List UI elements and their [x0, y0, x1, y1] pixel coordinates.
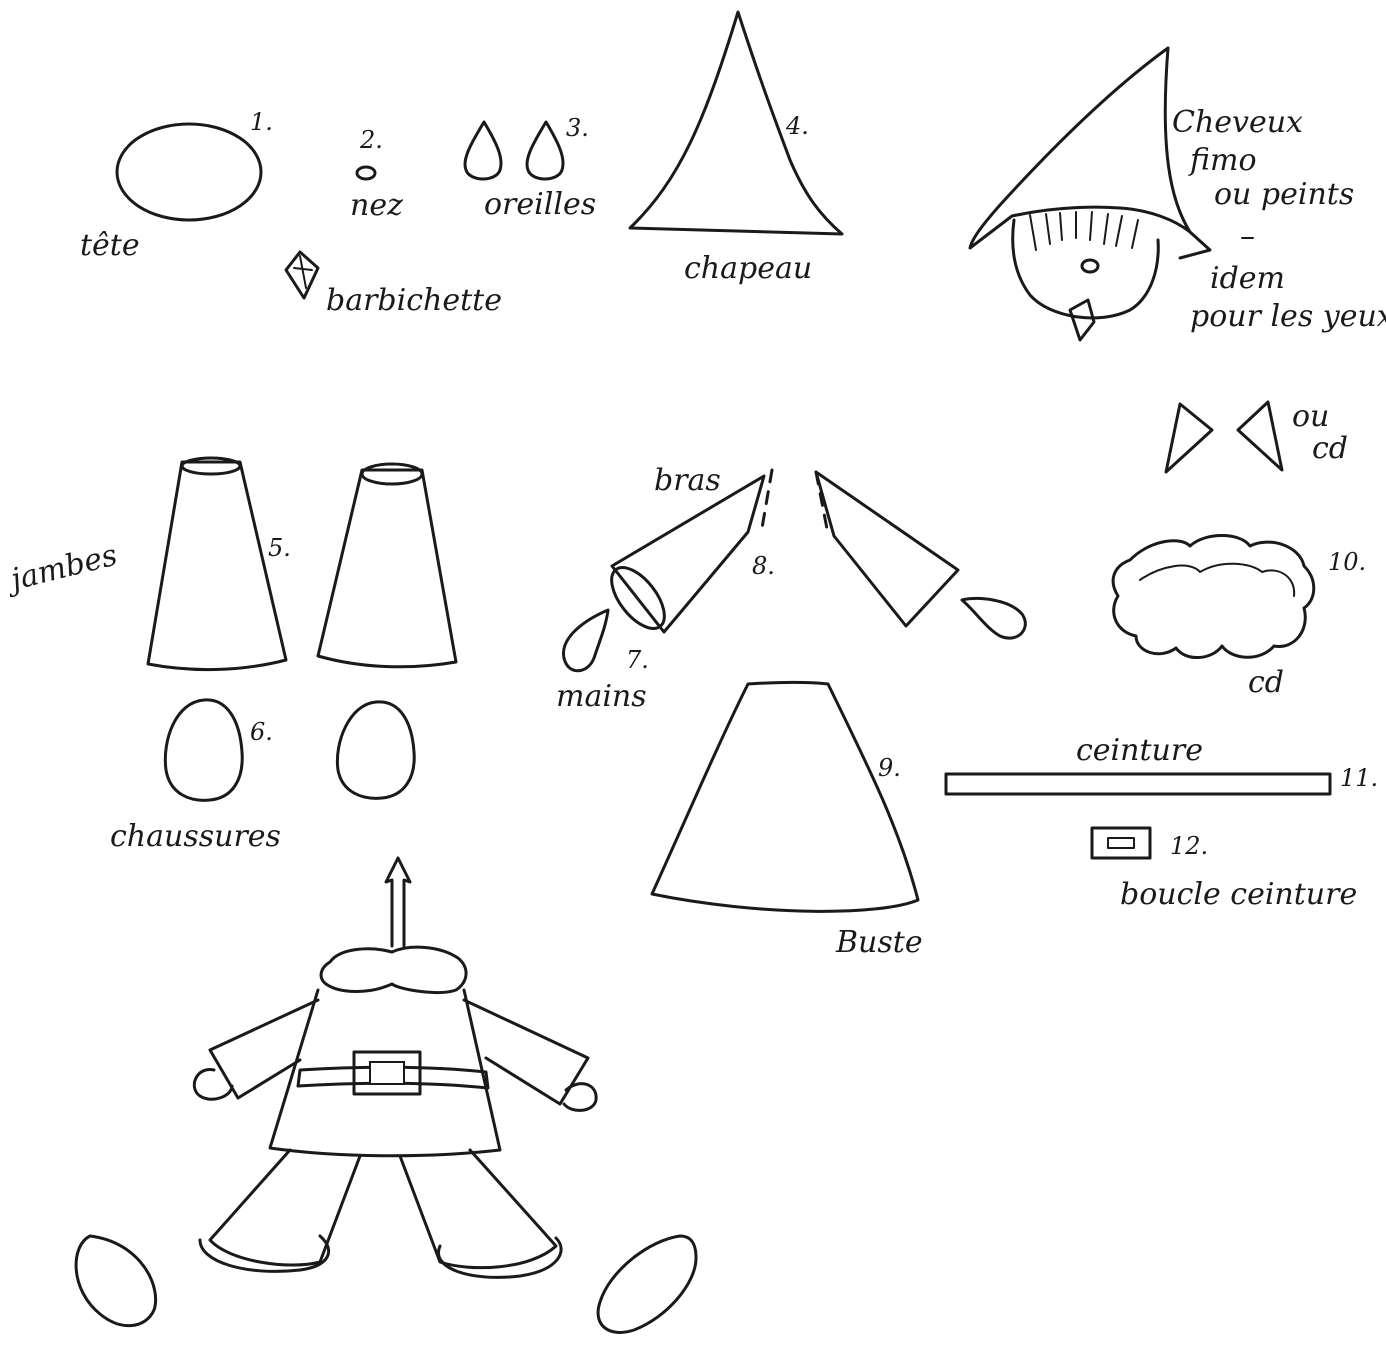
- label-chapeau: chapeau: [684, 251, 812, 286]
- leg-shape-left: [148, 462, 286, 670]
- leg-shape-right: [318, 470, 456, 667]
- assembled-gnome-preview: [76, 858, 696, 1332]
- belt-shape: [946, 774, 1330, 794]
- label-ceinture: ceinture: [1076, 733, 1203, 768]
- label-boucle-ceinture: boucle ceinture: [1120, 877, 1357, 912]
- buckle-shape: [1092, 828, 1150, 858]
- note-line-1: Cheveux: [1172, 105, 1303, 140]
- label-barbichette: barbichette: [326, 283, 502, 318]
- note-line-5: idem: [1210, 261, 1285, 296]
- collar-shape: [1113, 536, 1314, 658]
- label-oreilles: oreilles: [484, 187, 596, 222]
- number-3: 3.: [566, 114, 589, 142]
- note-line-6: pour les yeux: [1190, 299, 1386, 334]
- number-7: 7.: [626, 646, 649, 674]
- collar-piece-right: [1238, 402, 1282, 470]
- arm-shape-right: [816, 472, 958, 626]
- hand-shape-right: [962, 599, 1025, 639]
- ear-shape-right: [527, 122, 563, 179]
- number-9: 9.: [878, 754, 901, 782]
- number-12: 12.: [1170, 832, 1208, 860]
- nose-shape: [357, 167, 375, 179]
- leg-top-left: [182, 458, 240, 474]
- number-4: 4.: [785, 112, 809, 140]
- label-bras: bras: [654, 463, 721, 498]
- buckle-hole: [1108, 838, 1134, 848]
- label-buste: Buste: [835, 925, 923, 960]
- shoe-shape-left: [165, 700, 242, 800]
- gnome-head-preview: [970, 48, 1210, 340]
- leg-top-right: [362, 464, 422, 484]
- number-1: 1.: [250, 108, 273, 136]
- label-cd: cd: [1312, 431, 1348, 466]
- shoe-shape-right: [337, 702, 414, 798]
- number-11: 11.: [1340, 764, 1378, 792]
- number-5: 5.: [268, 534, 291, 562]
- note-line-4: –: [1240, 219, 1255, 254]
- label-chaussures: chaussures: [110, 819, 281, 854]
- collar-piece-left: [1166, 404, 1212, 472]
- hand-shape-left: [563, 610, 608, 671]
- number-10: 10.: [1328, 548, 1366, 576]
- label-nez: nez: [350, 188, 403, 223]
- number-8: 8.: [752, 552, 775, 580]
- label-ou: ou: [1292, 399, 1329, 434]
- arm-shape-left: [612, 476, 764, 632]
- label-mains: mains: [556, 679, 647, 714]
- number-6: 6.: [250, 718, 273, 746]
- collar-inner-line: [1140, 564, 1294, 596]
- label-collar-cd: cd: [1248, 665, 1284, 700]
- label-jambes: jambes: [2, 538, 121, 600]
- note-line-2: fimo: [1188, 143, 1257, 178]
- head-shape: [117, 124, 261, 220]
- note-line-3: ou peints: [1214, 177, 1354, 212]
- ear-shape-left: [465, 122, 501, 179]
- hat-shape: [630, 12, 842, 234]
- label-tete: tête: [80, 228, 140, 263]
- goatee-shape: [286, 252, 318, 298]
- number-2: 2.: [359, 126, 383, 154]
- bust-shape: [652, 683, 918, 912]
